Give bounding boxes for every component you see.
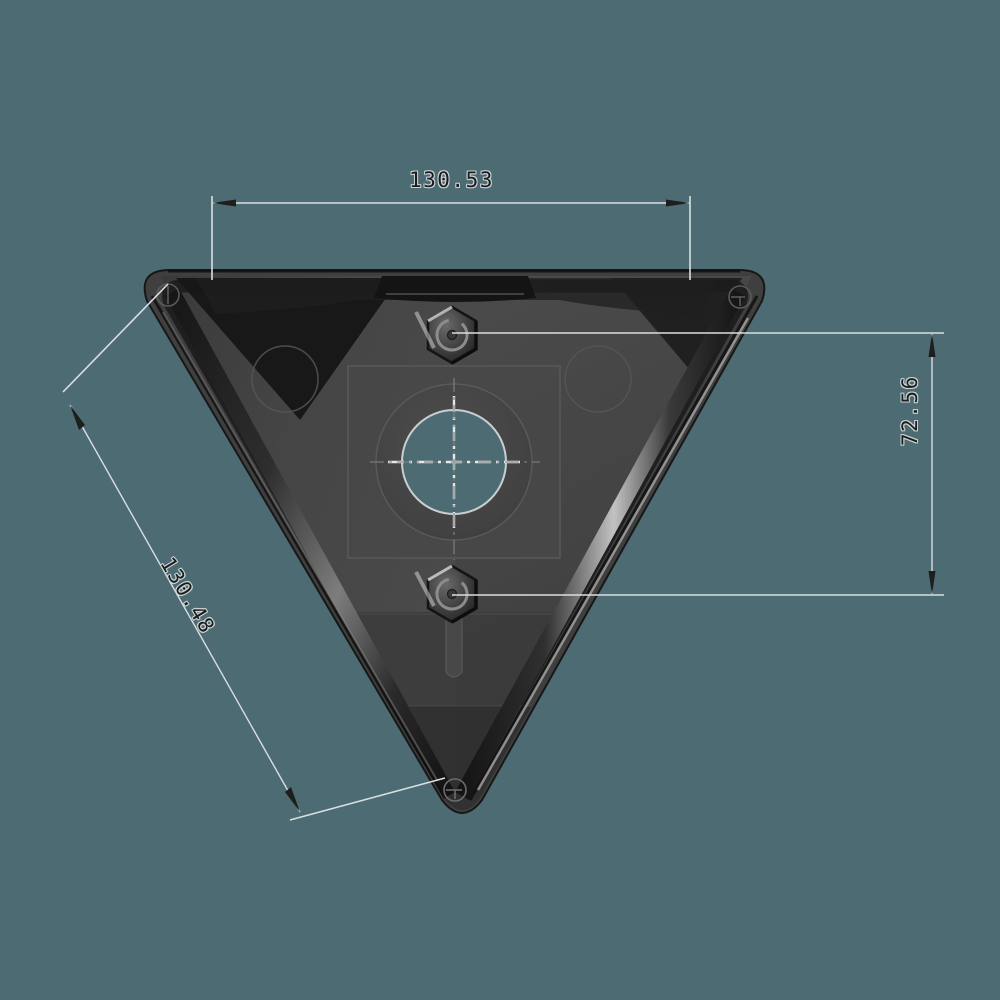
dim-right-arrow-bottom bbox=[928, 571, 936, 595]
boss-bottom-icon bbox=[443, 778, 467, 802]
hex-fastener-bottom bbox=[414, 564, 478, 678]
edge-right bbox=[468, 295, 759, 801]
dim-right-arrow-top bbox=[928, 333, 936, 357]
center-mark-extensions bbox=[370, 378, 540, 560]
recessed-circles bbox=[251, 345, 632, 413]
hex-top-arm-highlight bbox=[414, 311, 436, 349]
hex-bottom-bevel-highlight bbox=[427, 564, 453, 582]
dim-diag-line bbox=[69, 404, 301, 813]
boss-top-right-icon bbox=[728, 285, 752, 309]
top-center-notch bbox=[374, 276, 536, 302]
hex-fastener-top bbox=[414, 305, 478, 365]
hex-bottom-center-dot bbox=[446, 588, 458, 600]
dim-diag-ext-bottom bbox=[289, 777, 446, 821]
dimension-label-right: 72.56 bbox=[898, 375, 922, 446]
shadow-top-left bbox=[176, 278, 400, 420]
hex-bottom-bevel-shadow bbox=[451, 580, 478, 624]
hex-bottom-arm-highlight bbox=[414, 571, 436, 607]
dimension-label-top: 130.53 bbox=[409, 168, 494, 192]
recess-right-circle bbox=[564, 345, 632, 413]
dim-diag-arrow-bottom bbox=[285, 787, 300, 812]
dim-top-arrow-left bbox=[212, 199, 236, 207]
dimension-diagonal-left bbox=[62, 283, 446, 821]
specular-left bbox=[162, 311, 438, 781]
hex-top-inner-ring bbox=[435, 318, 469, 352]
rim-highlight-right bbox=[454, 288, 746, 800]
rim-highlight-left bbox=[164, 288, 456, 800]
lower-shade-band bbox=[340, 612, 572, 788]
dim-diag-ext-top bbox=[62, 283, 169, 393]
hex-bottom-inner-ring bbox=[435, 577, 469, 611]
dim-top-arrow-right bbox=[666, 199, 690, 207]
dimension-top bbox=[211, 196, 691, 280]
hex-top-bevel-shadow bbox=[451, 321, 478, 365]
edge-left bbox=[150, 295, 447, 799]
hex-top-center-dot bbox=[446, 329, 458, 341]
specular-right bbox=[476, 317, 750, 791]
hex-top-bevel-highlight bbox=[427, 305, 453, 323]
dim-diag-arrow-top bbox=[70, 405, 85, 430]
dimension-right bbox=[452, 332, 944, 596]
part-body bbox=[143, 269, 766, 814]
recess-left-circle bbox=[251, 345, 319, 413]
